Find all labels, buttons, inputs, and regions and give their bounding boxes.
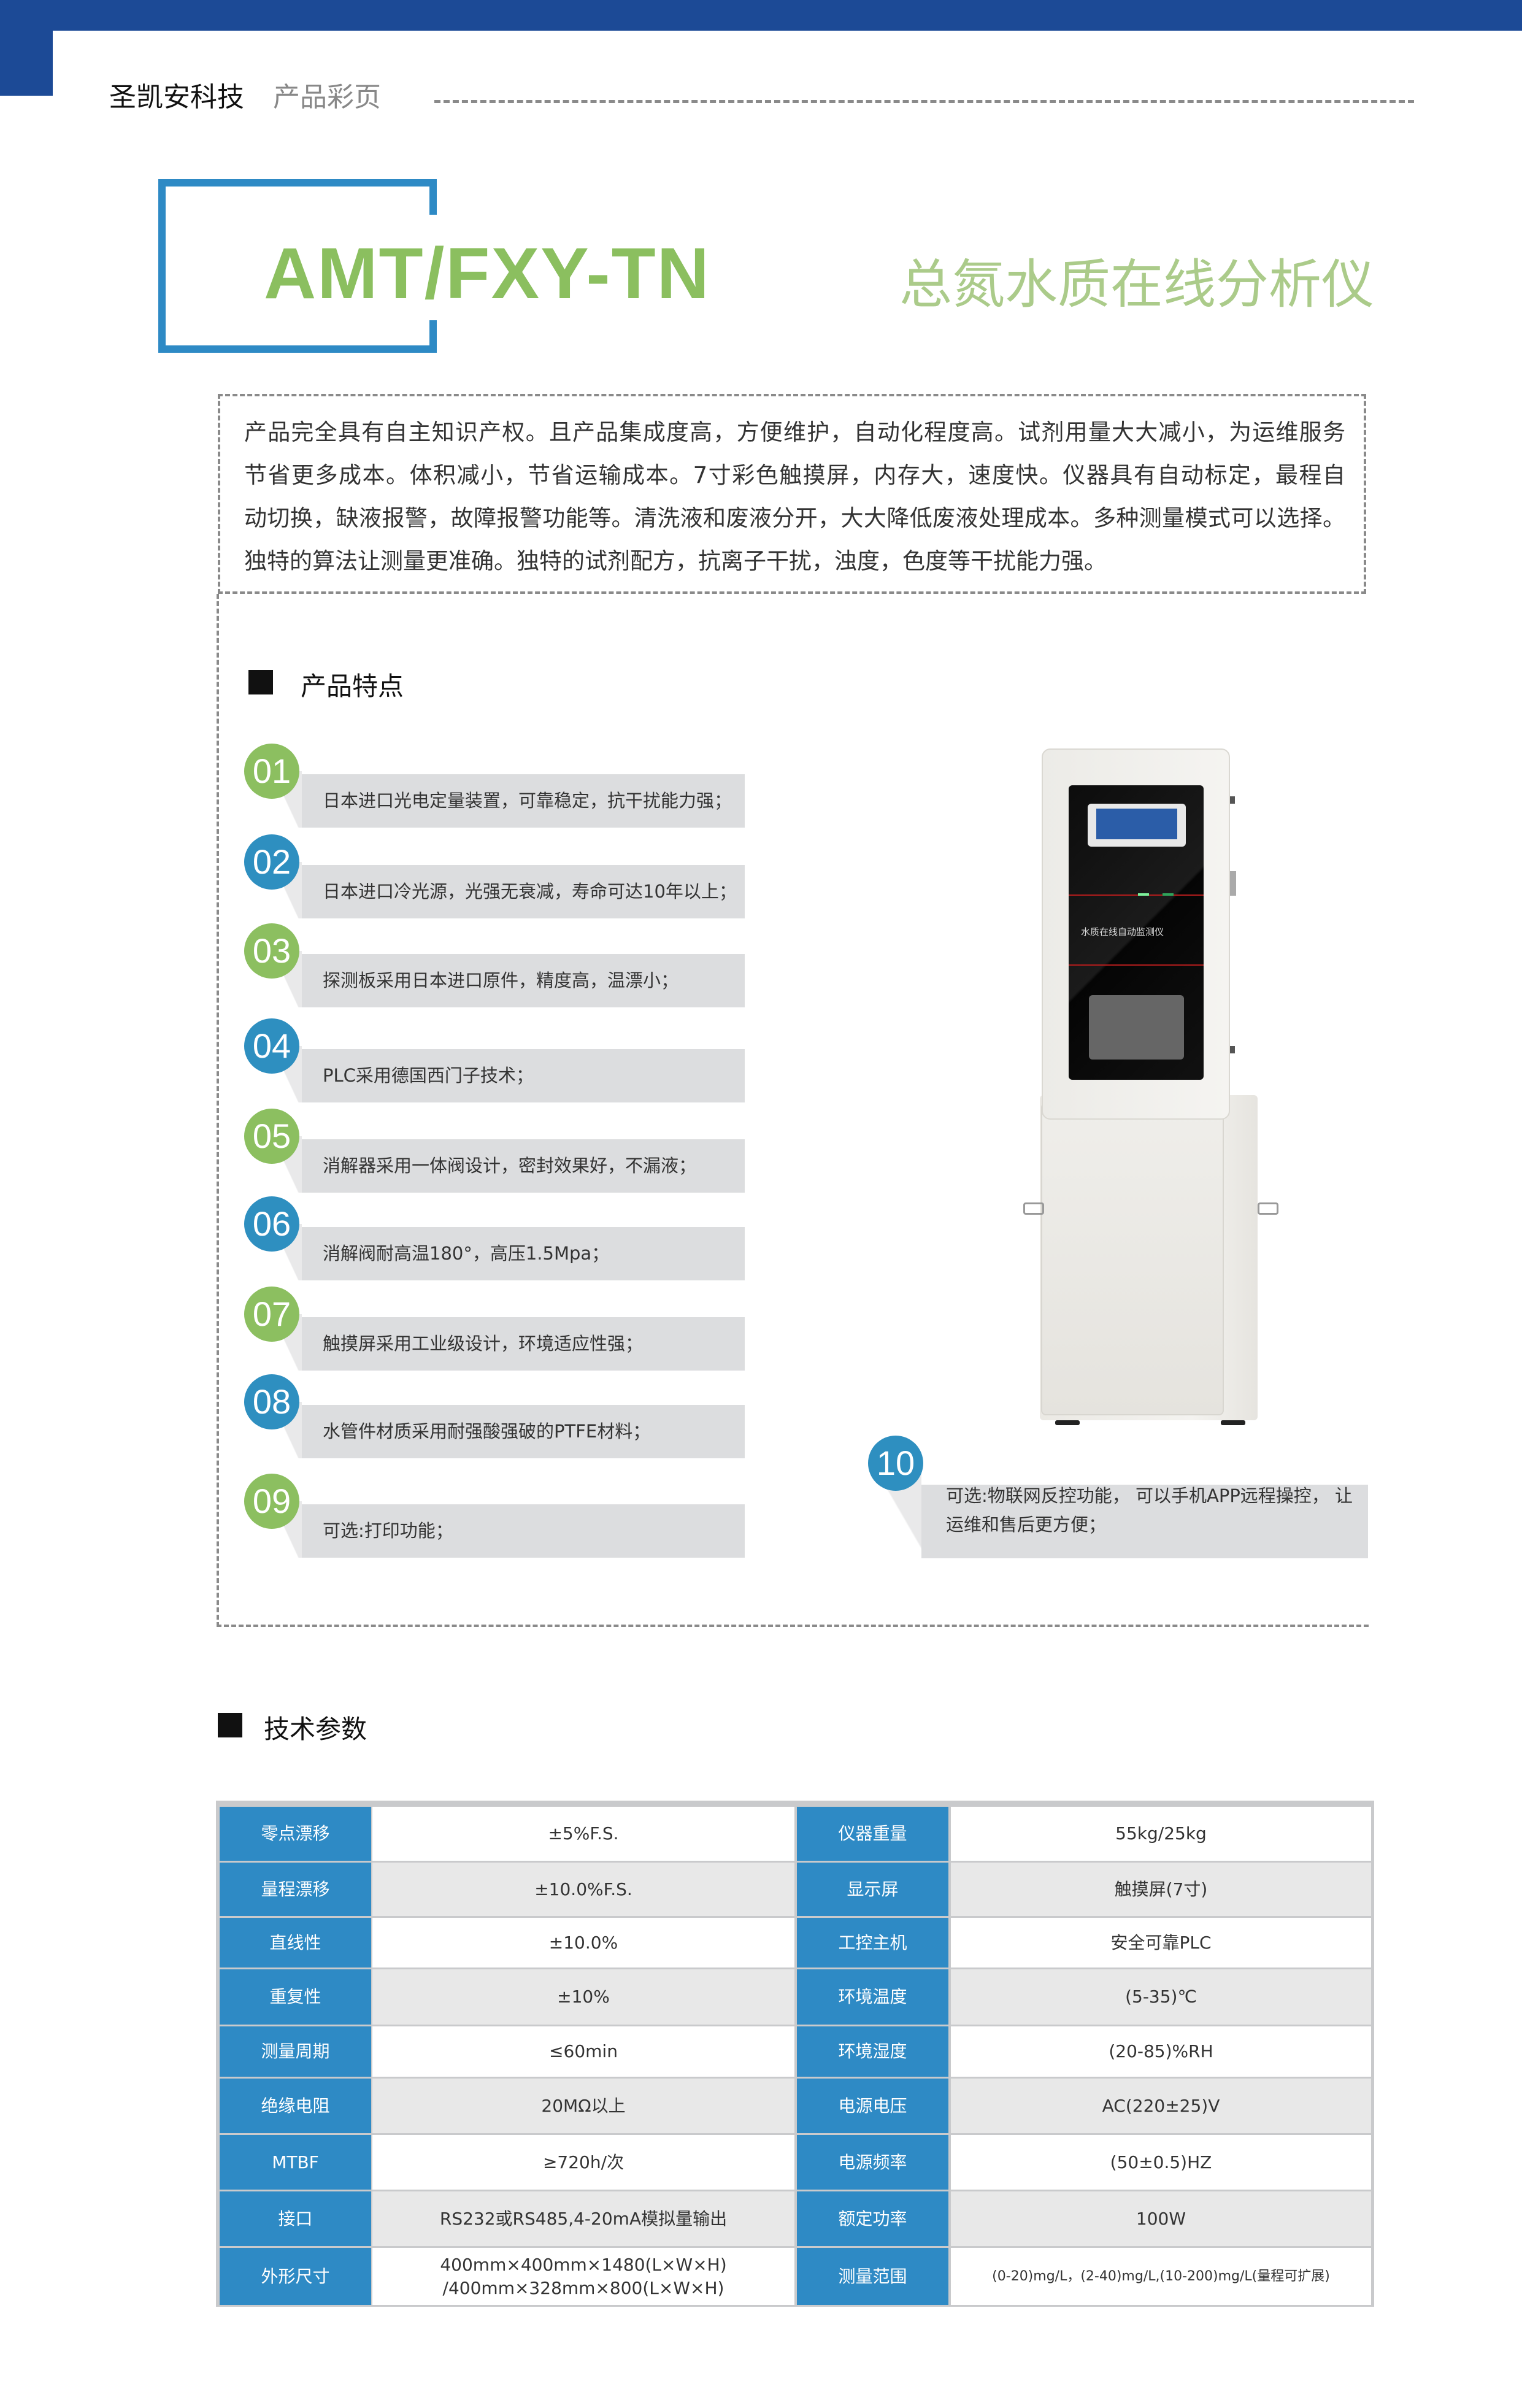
feature-number-badge: 07 — [244, 1287, 299, 1342]
feature-text: 可选:物联网反控功能， 可以手机APP远程操控， 让 — [946, 1485, 1353, 1506]
spec-value: (20-85)%RH — [951, 2026, 1371, 2077]
top-banner — [0, 0, 1522, 31]
feature-text: 触摸屏采用工业级设计，环境适应性强； — [323, 1333, 644, 1354]
feature-bar — [302, 1227, 745, 1280]
spec-label: 电源电压 — [797, 2079, 948, 2133]
spec-value: RS232或RS485,4-20mA模拟量输出 — [372, 2191, 794, 2246]
spec-value: ≤60min — [372, 2026, 794, 2077]
section-border-left — [217, 594, 219, 1627]
spec-value: 55kg/25kg — [951, 1807, 1371, 1861]
spec-label: 额定功率 — [797, 2191, 948, 2246]
spec-label: 显示屏 — [797, 1863, 948, 1916]
feature-number-badge: 03 — [244, 923, 299, 979]
feature-bar — [302, 774, 745, 828]
feature-text: 探测板采用日本进口原件，精度高，温漂小； — [323, 970, 679, 991]
features-heading: 产品特点 — [301, 671, 404, 701]
feature-number-badge: 08 — [244, 1374, 299, 1429]
specs-heading: 技术参数 — [264, 1714, 367, 1744]
spec-value: 100W — [951, 2191, 1371, 2246]
heading-square-icon — [248, 670, 273, 694]
feature-number-badge: 10 — [868, 1436, 923, 1491]
description-line: 产品完全具有自主知识产权。且产品集成度高，方便维护，自动化程度高。试剂用量大大减… — [244, 419, 1345, 445]
panel-label: 水质在线自动监测仪 — [1081, 926, 1164, 937]
spec-label: 环境湿度 — [797, 2026, 948, 2077]
feature-text: 可选:打印功能； — [323, 1520, 453, 1541]
spec-value: (5-35)℃ — [951, 1969, 1371, 2025]
company-name: 圣凯安科技 — [109, 82, 244, 113]
feature-bar — [302, 865, 745, 918]
spec-label: 直线性 — [220, 1918, 371, 1968]
spec-label: 接口 — [220, 2191, 371, 2246]
description-box — [218, 394, 1366, 594]
spec-label: 环境温度 — [797, 1969, 948, 2025]
feature-bar — [302, 1049, 745, 1102]
feature-text: 消解阀耐高温180°，高压1.5Mpa； — [323, 1243, 610, 1264]
feature-text: PLC采用德国西门子技术； — [323, 1065, 534, 1086]
spec-value: 触摸屏(7寸) — [951, 1863, 1371, 1916]
section-border-bottom — [217, 1625, 1369, 1627]
description-line: 动切换，缺液报警，故障报警功能等。清洗液和废液分开，大大降低废液处理成本。多种测… — [244, 505, 1345, 531]
spec-value: ±10% — [372, 1969, 794, 2025]
spec-value: ≥720h/次 — [372, 2135, 794, 2190]
description-line: 独特的算法让测量更准确。独特的试剂配方，抗离子干扰，浊度，色度等干扰能力强。 — [244, 548, 1107, 574]
feature-bar — [302, 1504, 745, 1558]
spec-label: 仪器重量 — [797, 1807, 948, 1861]
feature-number-badge: 05 — [244, 1109, 299, 1164]
spec-value: ±10.0% — [372, 1918, 794, 1968]
feature-number-badge: 09 — [244, 1474, 299, 1529]
spec-label: 量程漂移 — [220, 1863, 371, 1916]
feature-text: 运维和售后更方便； — [946, 1514, 1107, 1535]
spec-label: MTBF — [220, 2135, 371, 2190]
feature-text: 日本进口冷光源，光强无衰减，寿命可达10年以上； — [323, 881, 737, 902]
heading-square-icon — [218, 1713, 242, 1737]
spec-value: 20MΩ以上 — [372, 2079, 794, 2133]
feature-text: 水管件材质采用耐强酸强破的PTFE材料； — [323, 1421, 651, 1442]
feature-number-badge: 02 — [244, 834, 299, 890]
spec-label: 重复性 — [220, 1969, 371, 2025]
feature-bar — [302, 954, 745, 1007]
product-name: 总氮水质在线分析仪 — [899, 254, 1374, 315]
feature-text: 日本进口光电定量装置，可靠稳定，抗干扰能力强； — [323, 790, 732, 811]
spec-label: 电源频率 — [797, 2135, 948, 2190]
feature-number-badge: 01 — [244, 744, 299, 799]
model-number: AMT/FXY-TN — [264, 233, 710, 314]
feature-bar — [921, 1485, 1368, 1558]
header-divider — [434, 100, 1414, 103]
spec-value: 400mm×400mm×1480(L×W×H) /400mm×328mm×800… — [372, 2248, 794, 2305]
spec-label: 工控主机 — [797, 1918, 948, 1968]
spec-label: 零点漂移 — [220, 1807, 371, 1861]
feature-text: 消解器采用一体阀设计，密封效果好，不漏液； — [323, 1155, 697, 1176]
feature-number-badge: 06 — [244, 1196, 299, 1252]
spec-value: ±5%F.S. — [372, 1807, 794, 1861]
spec-label: 外形尺寸 — [220, 2248, 371, 2305]
spec-value: 安全可靠PLC — [951, 1918, 1371, 1968]
description-line: 节省更多成本。体积减小，节省运输成本。7寸彩色触摸屏，内存大，速度快。仪器具有自… — [244, 462, 1345, 488]
feature-number-badge: 04 — [244, 1018, 299, 1074]
spec-label: 测量周期 — [220, 2026, 371, 2077]
spec-value: ±10.0%F.S. — [372, 1863, 794, 1916]
spec-value: (50±0.5)HZ — [951, 2135, 1371, 2190]
spec-label: 测量范围 — [797, 2248, 948, 2305]
brochure-label: 产品彩页 — [273, 82, 381, 113]
corner-block — [0, 0, 53, 96]
feature-bar — [302, 1139, 745, 1193]
spec-value: AC(220±25)V — [951, 2079, 1371, 2133]
feature-bar — [302, 1405, 745, 1458]
feature-bar — [302, 1317, 745, 1371]
spec-value: (0-20)mg/L，(2-40)mg/L,(10-200)mg/L(量程可扩展… — [951, 2248, 1371, 2305]
spec-label: 绝缘电阻 — [220, 2079, 371, 2133]
